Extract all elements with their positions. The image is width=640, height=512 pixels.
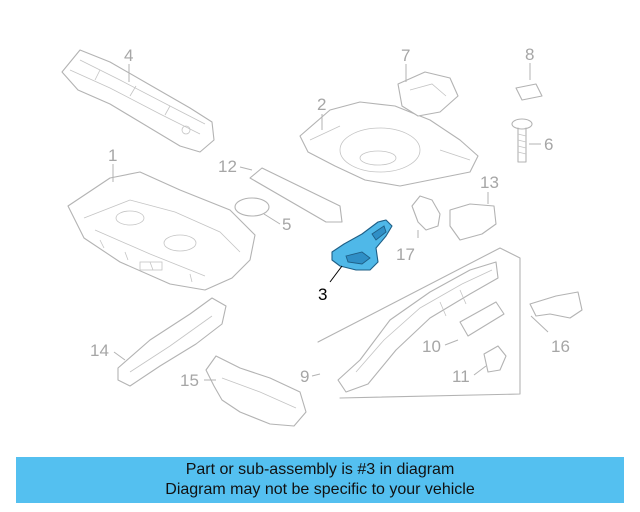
callout-4: 4 bbox=[124, 46, 133, 65]
callout-2: 2 bbox=[317, 95, 326, 114]
callout-5: 5 bbox=[282, 215, 291, 234]
part-14-drawing bbox=[117, 297, 227, 387]
callout-12: 12 bbox=[218, 157, 237, 176]
callout-16: 16 bbox=[551, 337, 570, 356]
part-5-drawing bbox=[234, 197, 270, 217]
part-7-drawing bbox=[397, 71, 459, 117]
part-16-drawing bbox=[529, 291, 583, 319]
info-banner: Part or sub-assembly is #3 in diagram Di… bbox=[16, 457, 624, 503]
callout-7: 7 bbox=[401, 46, 410, 65]
banner-line-2: Diagram may not be specific to your vehi… bbox=[165, 481, 475, 498]
part-13-drawing bbox=[449, 203, 497, 241]
part-6-drawing bbox=[511, 118, 533, 163]
callout-15: 15 bbox=[180, 371, 199, 390]
part-8-drawing bbox=[515, 83, 543, 101]
banner-line-1: Part or sub-assembly is #3 in diagram bbox=[185, 461, 455, 478]
part-15-drawing bbox=[205, 355, 307, 427]
part-2-drawing bbox=[299, 101, 479, 187]
part-4-drawing bbox=[61, 49, 215, 153]
part-10-drawing bbox=[459, 301, 505, 337]
part-1-drawing bbox=[67, 171, 256, 291]
parts-diagram: 4 1 2 7 8 6 12 5 13 17 3 16 10 11 9 14 1… bbox=[61, 45, 583, 427]
part-3-highlighted bbox=[331, 219, 393, 271]
callout-9: 9 bbox=[300, 367, 309, 386]
callout-13: 13 bbox=[480, 173, 499, 192]
callout-10: 10 bbox=[422, 337, 441, 356]
part-17-drawing bbox=[411, 195, 441, 231]
leader-lines bbox=[112, 63, 549, 381]
part-12-drawing bbox=[249, 167, 343, 223]
callout-8: 8 bbox=[525, 45, 534, 64]
part-9-drawing bbox=[317, 247, 521, 399]
callout-numbers: 4 1 2 7 8 6 12 5 13 17 3 16 10 11 9 14 1… bbox=[90, 45, 570, 390]
callout-3: 3 bbox=[318, 285, 327, 304]
callout-17: 17 bbox=[396, 245, 415, 264]
callout-6: 6 bbox=[544, 135, 553, 154]
part-11-drawing bbox=[483, 345, 507, 373]
callout-11: 11 bbox=[452, 367, 470, 386]
callout-1: 1 bbox=[108, 146, 117, 165]
callout-14: 14 bbox=[90, 341, 109, 360]
